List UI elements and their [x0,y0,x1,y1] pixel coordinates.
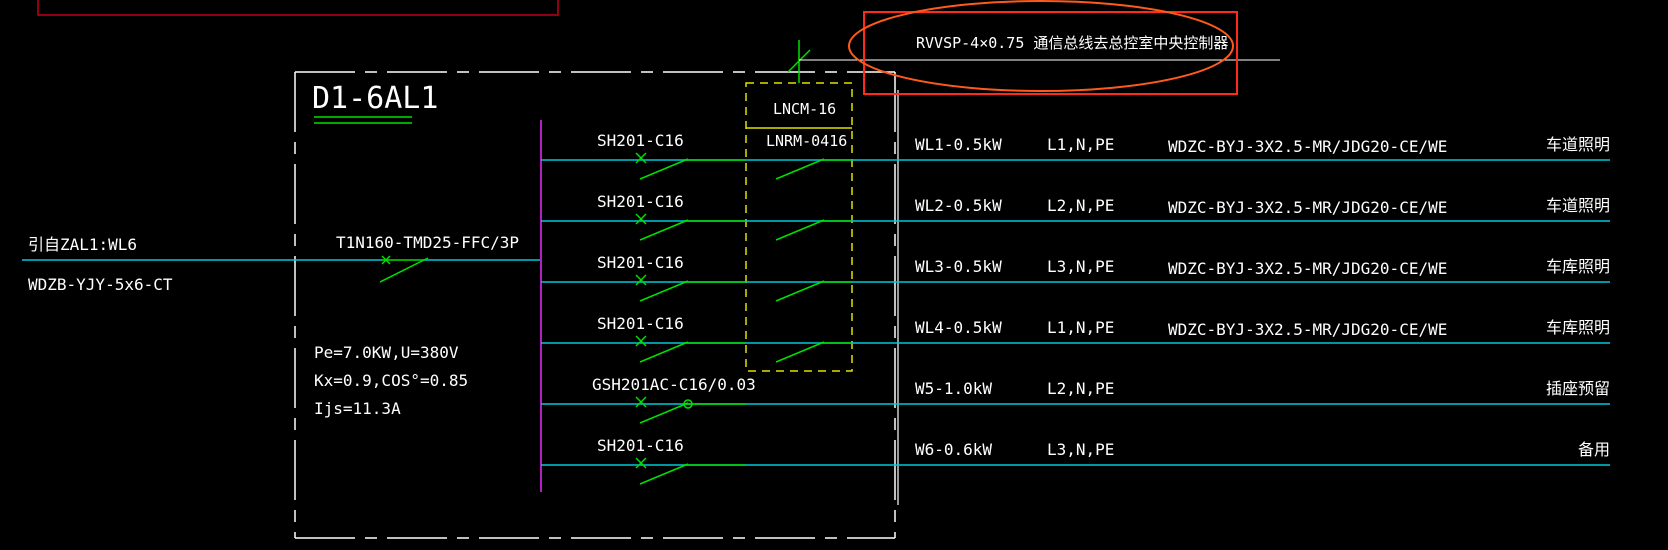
circuit-cable: WDZC-BYJ-3X2.5-MR/JDG20-CE/WE [1168,259,1447,278]
circuit-use: 车道照明 [1546,196,1610,215]
circuit-row: GSH201AC-C16/0.03 W5-1.0kW L2,N,PE 插座预留 [541,375,1610,424]
calc-line-1: Pe=7.0KW,U=380V [314,343,459,362]
meter-box [745,82,853,372]
circuit-phase: L1,N,PE [1047,318,1114,337]
circuit-use: 车库照明 [1546,318,1610,337]
breaker-label: SH201-C16 [597,131,684,150]
circuit-use: 备用 [1578,440,1610,459]
breaker-label: SH201-C16 [597,436,684,455]
circuit-row: SH201-C16 WL4-0.5kW L1,N,PE WDZC-BYJ-3X2.5-… [541,314,1610,363]
breaker-label: SH201-C16 [597,253,684,272]
circuit-use: 插座预留 [1546,379,1610,398]
breaker-switch [635,274,746,302]
top-red-frame [37,0,559,16]
circuit-cable: WDZC-BYJ-3X2.5-MR/JDG20-CE/WE [1168,198,1447,217]
breaker-switch [635,335,746,363]
breaker-switch [635,213,746,241]
breaker-label: SH201-C16 [597,314,684,333]
panel-title: D1-6AL1 [312,81,438,116]
circuit-phase: L2,N,PE [1047,379,1114,398]
circuit-name: WL1-0.5kW [915,135,1002,154]
breaker-label: GSH201AC-C16/0.03 [592,375,756,394]
circuit-name: W5-1.0kW [915,379,992,398]
breaker-switch [635,152,746,180]
annotation-box [863,11,1238,95]
main-breaker-switch [379,255,429,283]
circuit-name: WL2-0.5kW [915,196,1002,215]
meter-label-bottom: LNRM-0416 [766,132,847,150]
circuit-cable: WDZC-BYJ-3X2.5-MR/JDG20-CE/WE [1168,320,1447,339]
meter-label-top: LNCM-16 [773,100,836,118]
circuit-row: SH201-C16 WL1-0.5kW L1,N,PE WDZC-BYJ-3X2.5-… [541,131,1610,180]
incoming-cable: WDZB-YJY-5x6-CT [28,275,173,294]
calc-line-2: Kx=0.9,COS°=0.85 [314,371,468,390]
circuit-phase: L3,N,PE [1047,440,1114,459]
annotation-ellipse [848,0,1234,92]
meter-switch [775,158,852,180]
comm-bus-annotation: RVVSP-4×0.75 通信总线去总控室中央控制器 [916,34,1228,52]
outgoing-circuits: SH201-C16 WL1-0.5kW L1,N,PE WDZC-BYJ-3X2.5-… [541,131,1610,485]
circuit-use: 车库照明 [1546,257,1610,276]
circuit-name: WL3-0.5kW [915,257,1002,276]
circuit-phase: L2,N,PE [1047,196,1114,215]
comm-bus-leader-tick [787,49,811,73]
breaker-label: SH201-C16 [597,192,684,211]
circuit-row: SH201-C16 WL3-0.5kW L3,N,PE WDZC-BYJ-3X2.5-… [541,253,1610,302]
main-breaker-label: T1N160-TMD25-FFC/3P [336,233,519,252]
circuit-name: WL4-0.5kW [915,318,1002,337]
calc-line-3: Ijs=11.3A [314,399,401,418]
breaker-switch [635,396,746,424]
circuit-phase: L1,N,PE [1047,135,1114,154]
meter-switch [775,341,852,363]
meter-switch [775,219,852,241]
circuit-row: SH201-C16 WL2-0.5kW L2,N,PE WDZC-BYJ-3X2.5-… [541,192,1610,241]
circuit-use: 车道照明 [1546,135,1610,154]
incoming-source: 引自ZAL1:WL6 [28,235,137,254]
breaker-switch [635,457,746,485]
circuit-cable: WDZC-BYJ-3X2.5-MR/JDG20-CE/WE [1168,137,1447,156]
circuit-name: W6-0.6kW [915,440,992,459]
meter-switch [775,280,852,302]
panel-frame [294,71,896,539]
circuit-phase: L3,N,PE [1047,257,1114,276]
circuit-row: SH201-C16 W6-0.6kW L3,N,PE 备用 [541,436,1610,485]
